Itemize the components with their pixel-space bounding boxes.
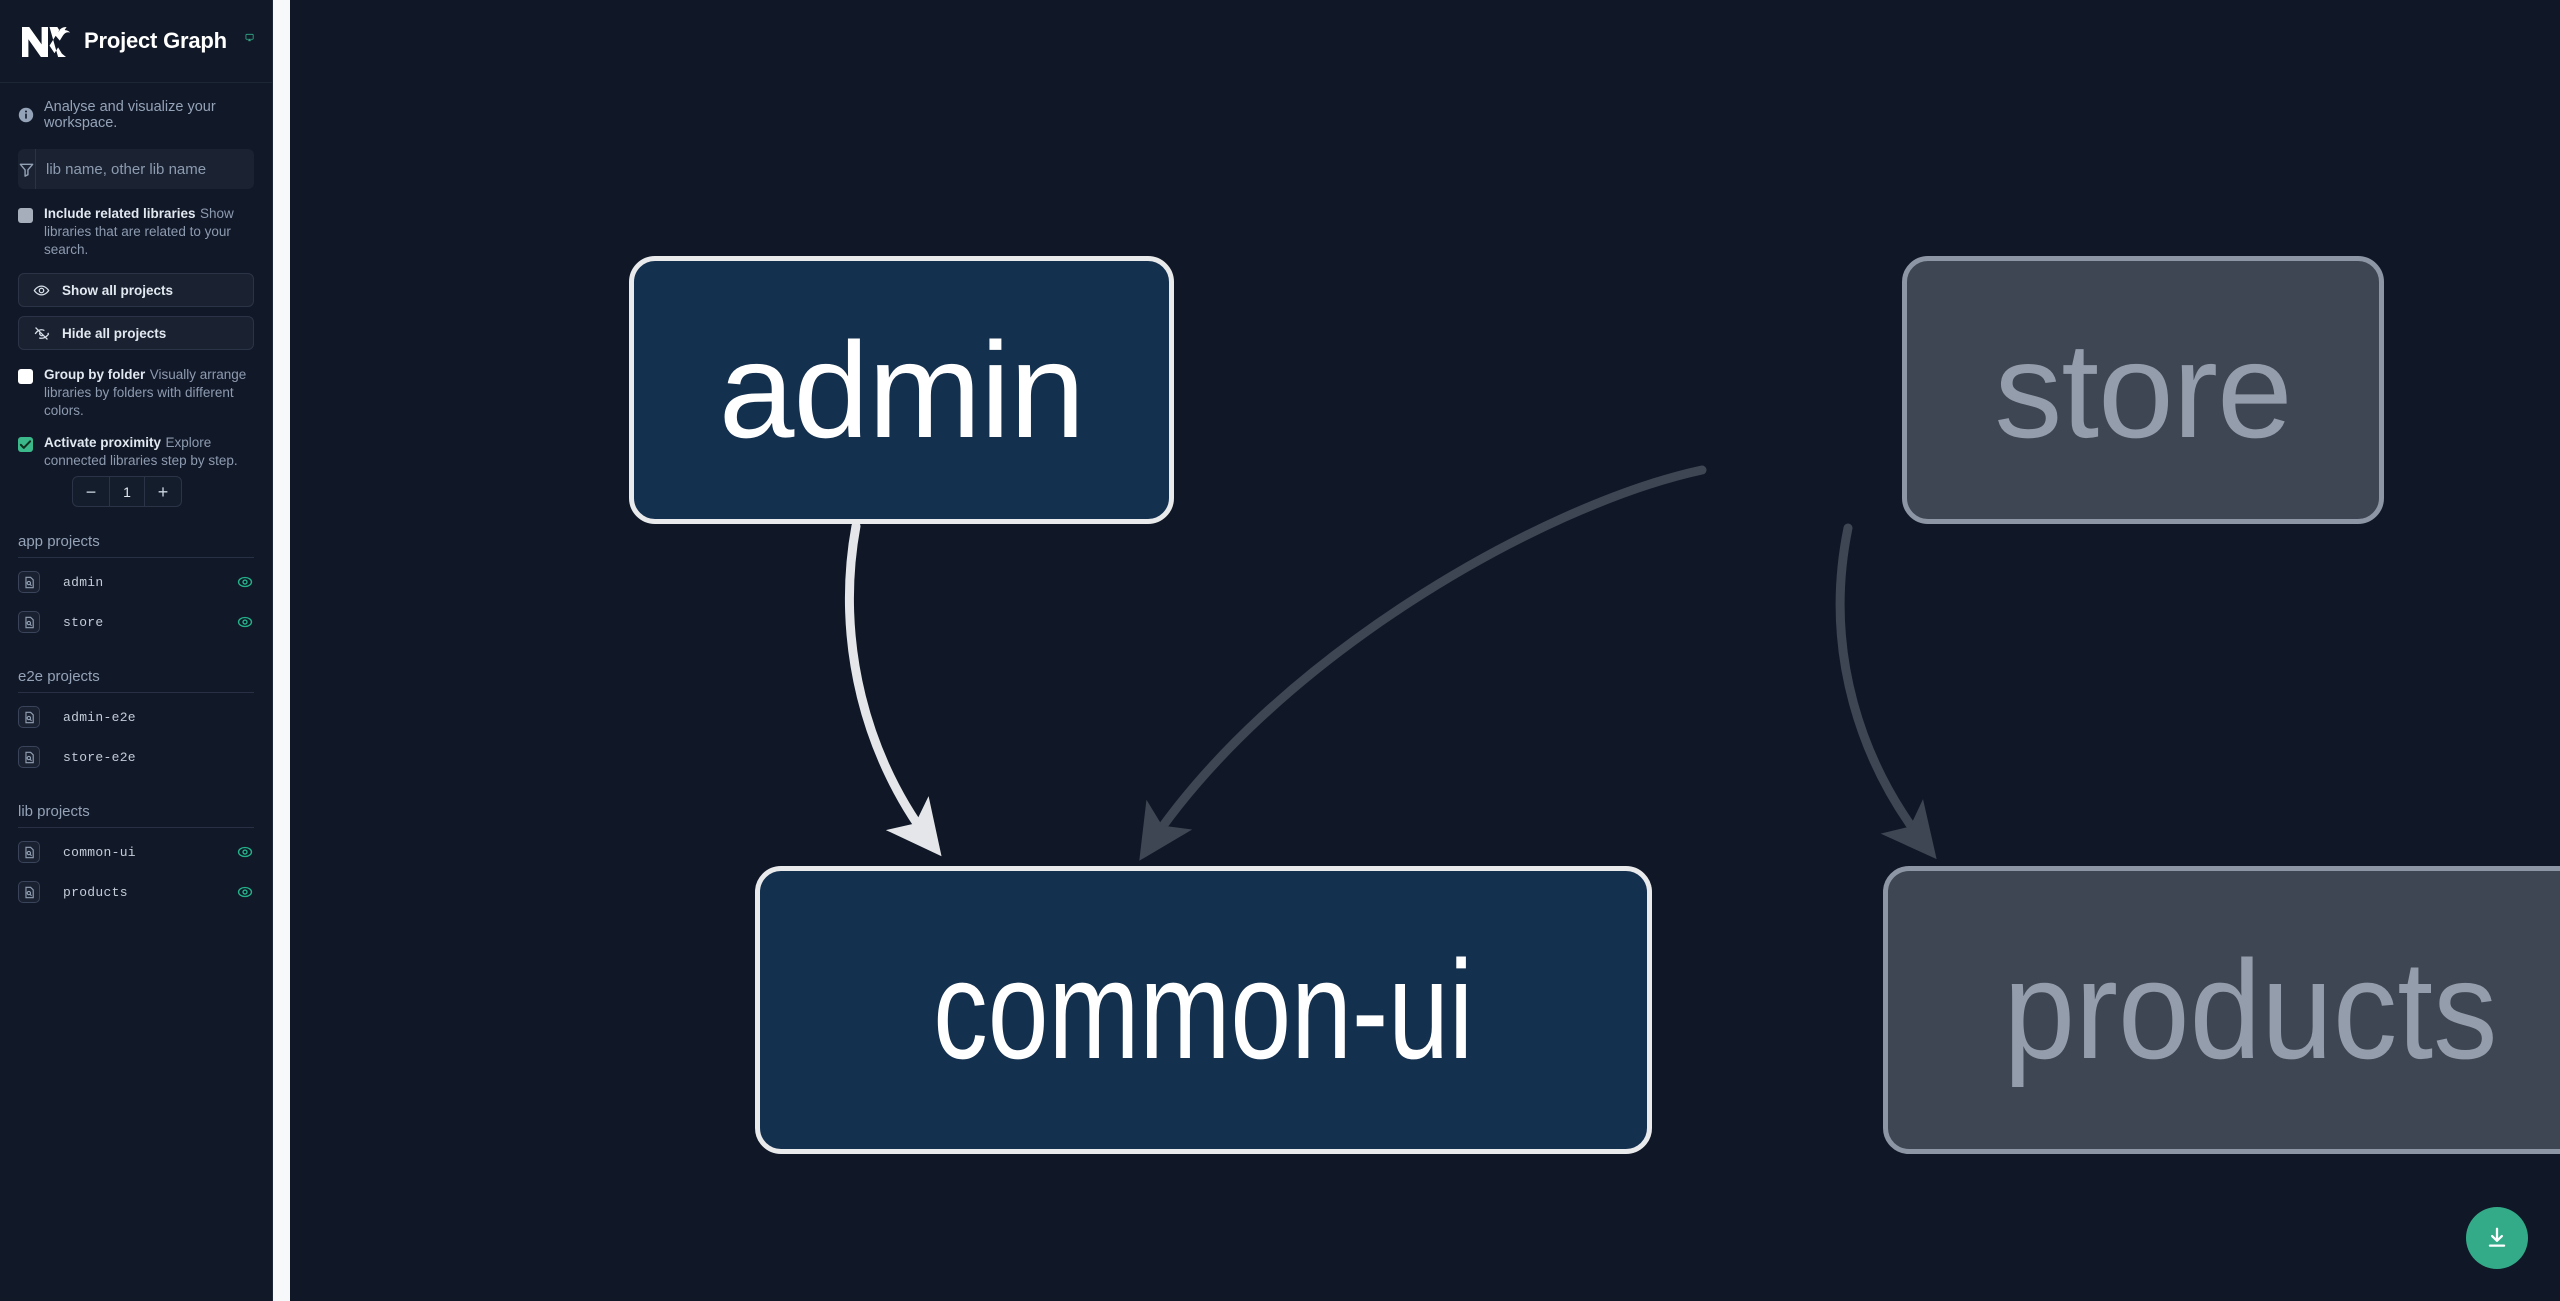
- graph-node-store[interactable]: store: [1902, 256, 2384, 524]
- edge-admin-to-common-ui: [844, 521, 942, 857]
- lib-projects-group: lib projects common-ui: [0, 803, 272, 912]
- search-field[interactable]: [18, 149, 254, 189]
- sidebar-header: Project Graph: [0, 0, 272, 83]
- proximity-value: 1: [109, 477, 145, 506]
- graph-node-admin[interactable]: admin: [629, 256, 1174, 524]
- filter-funnel-icon: [18, 149, 36, 189]
- info-icon: [18, 107, 34, 123]
- eye-badge-icon[interactable]: [236, 843, 254, 861]
- proximity-decrement-button[interactable]: −: [73, 477, 109, 506]
- monitor-icon[interactable]: [245, 29, 254, 53]
- option-activate-proximity[interactable]: Activate proximity Explore connected lib…: [18, 434, 254, 470]
- option-label: Include related libraries: [44, 206, 196, 221]
- download-icon: [2488, 1227, 2506, 1247]
- sidebar-resize-handle[interactable]: [273, 0, 290, 1301]
- option-label: Group by folder: [44, 367, 146, 382]
- include-related-libraries-checkbox[interactable]: [18, 208, 33, 223]
- project-name: products: [63, 884, 128, 900]
- page-title: Project Graph: [84, 28, 227, 53]
- project-name: admin: [63, 574, 104, 590]
- project-row-products[interactable]: products: [18, 872, 254, 912]
- show-all-projects-button[interactable]: Show all projects: [18, 273, 254, 307]
- project-row-common-ui[interactable]: common-ui: [18, 832, 254, 872]
- project-name: store: [63, 614, 104, 630]
- group-by-folder-checkbox[interactable]: [18, 369, 33, 384]
- project-row-admin[interactable]: admin: [18, 562, 254, 602]
- eye-badge-icon[interactable]: [236, 883, 254, 901]
- search-input[interactable]: [36, 149, 254, 189]
- graph-node-common-ui[interactable]: common-ui: [755, 866, 1652, 1154]
- e2e-projects-group: e2e projects admin-e2e store-e2e: [0, 668, 272, 777]
- graph-canvas[interactable]: admin store common-ui products: [290, 0, 2560, 1301]
- sidebar-controls: Include related libraries Show libraries…: [0, 145, 272, 507]
- option-label: Activate proximity: [44, 435, 162, 450]
- graph-node-label: common-ui: [933, 931, 1474, 1088]
- nx-logo: [18, 19, 70, 63]
- graph-node-products[interactable]: products: [1883, 866, 2560, 1154]
- proximity-stepper[interactable]: − 1 +: [72, 476, 182, 507]
- edge-store-to-products: [1835, 523, 1937, 860]
- app-projects-group: app projects admin: [0, 533, 272, 642]
- sidebar: Project Graph Analyse and visualize your…: [0, 0, 273, 1301]
- file-project-icon: [18, 746, 40, 768]
- file-project-icon: [18, 706, 40, 728]
- project-row-store-e2e[interactable]: store-e2e: [18, 737, 254, 777]
- eye-icon: [33, 284, 50, 296]
- eye-badge-icon[interactable]: [236, 573, 254, 591]
- option-include-related-libraries[interactable]: Include related libraries Show libraries…: [18, 205, 254, 259]
- hide-all-projects-button[interactable]: Hide all projects: [18, 316, 254, 350]
- option-group-by-folder[interactable]: Group by folder Visually arrange librari…: [18, 366, 254, 420]
- download-image-button[interactable]: [2466, 1207, 2528, 1269]
- graph-node-label: admin: [718, 314, 1085, 466]
- app-projects-heading: app projects: [18, 533, 254, 558]
- edge-store-to-common-ui: [1139, 465, 1707, 861]
- file-project-icon: [18, 611, 40, 633]
- sidebar-tagline: Analyse and visualize your workspace.: [0, 83, 272, 145]
- option-description: Visually arrange libraries by folders wi…: [44, 367, 247, 418]
- e2e-projects-heading: e2e projects: [18, 668, 254, 693]
- project-row-admin-e2e[interactable]: admin-e2e: [18, 697, 254, 737]
- show-all-projects-label: Show all projects: [62, 282, 174, 298]
- graph-node-label: products: [2003, 931, 2498, 1088]
- option-description: Show libraries that are related to your …: [44, 206, 234, 257]
- file-project-icon: [18, 571, 40, 593]
- graph-node-label: store: [1994, 314, 2292, 466]
- eye-badge-icon[interactable]: [236, 613, 254, 631]
- file-project-icon: [18, 881, 40, 903]
- proximity-increment-button[interactable]: +: [145, 477, 181, 506]
- project-row-store[interactable]: store: [18, 602, 254, 642]
- project-name: common-ui: [63, 844, 136, 860]
- eye-off-icon: [34, 326, 50, 340]
- project-name: admin-e2e: [63, 709, 136, 725]
- lib-projects-heading: lib projects: [18, 803, 254, 828]
- project-name: store-e2e: [63, 749, 136, 765]
- graph-edges: [844, 465, 1937, 861]
- file-project-icon: [18, 841, 40, 863]
- option-description: Explore connected libraries step by step…: [44, 435, 238, 468]
- activate-proximity-checkbox[interactable]: [18, 437, 33, 452]
- hide-all-projects-label: Hide all projects: [62, 325, 167, 341]
- tagline-text: Analyse and visualize your workspace.: [44, 99, 216, 131]
